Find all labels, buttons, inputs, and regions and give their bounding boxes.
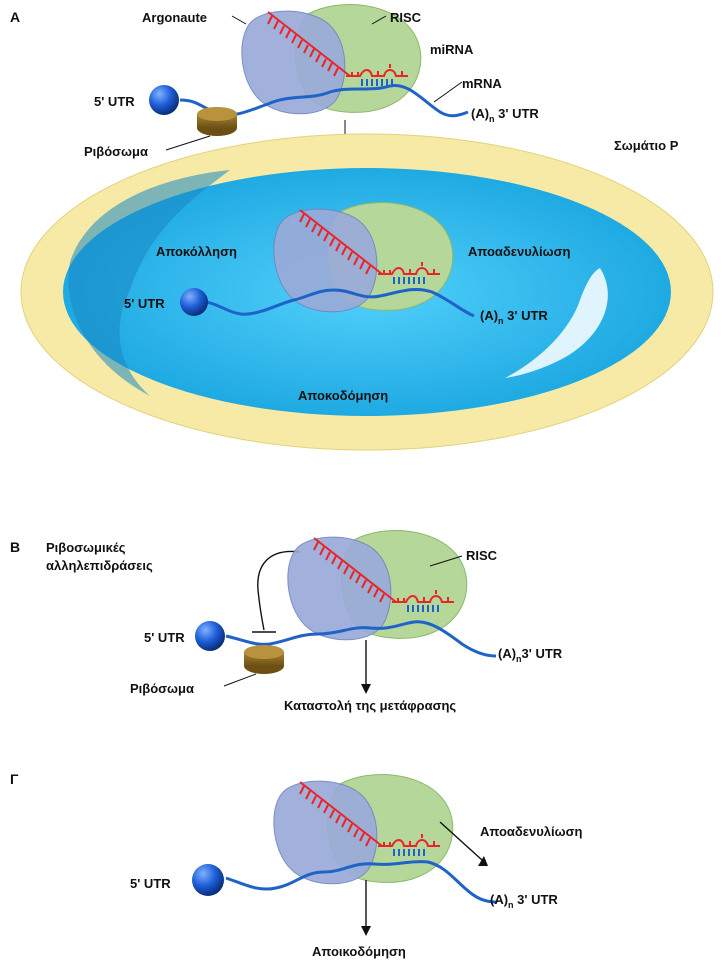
ribosome-b: [244, 645, 284, 674]
label-risc-b: RISC: [466, 548, 498, 563]
label-mrna: mRNA: [462, 76, 502, 91]
label-utr3-c: (A)n 3' UTR: [490, 892, 558, 910]
ribosome-a: [197, 107, 237, 136]
label-ribosome-b: Ριβόσωμα: [130, 681, 194, 696]
label-degradation-a: Αποκοδόμηση: [298, 388, 388, 403]
label-utr5-a: 5' UTR: [94, 94, 135, 109]
cap-5-b: [195, 621, 225, 651]
mrna-strand-inner: [205, 288, 475, 318]
panel-c: Γ Αποαδενυλίωση 5' UTR (A)n 3' UTR Αποικ…: [10, 771, 582, 959]
label-deadenylation-c: Αποαδενυλίωση: [480, 824, 582, 839]
panel-b: B Ριβοσωμικές αλληλεπιδράσεις RISC 5' UT…: [10, 529, 563, 713]
label-utr5-inner: 5' UTR: [124, 296, 165, 311]
label-p-body: Σωμάτιο P: [614, 138, 679, 153]
label-deadenylation-a: Αποαδενυλίωση: [468, 244, 570, 259]
label-ribosome-a: Ριβόσωμα: [84, 144, 148, 159]
panel-c-letter: Γ: [10, 771, 19, 787]
cap-5-a: [149, 85, 179, 115]
inhibition-arc: [257, 550, 301, 631]
label-ribosomal-line2: αλληλεπιδράσεις: [46, 558, 153, 573]
label-utr3-inner: (A)n 3' UTR: [480, 308, 548, 326]
label-decapping: Αποκόλληση: [156, 244, 237, 259]
label-ribosomal-line1: Ριβοσωμικές: [46, 540, 126, 555]
label-risc-a: RISC: [390, 10, 422, 25]
cap-5-inner: [180, 288, 208, 316]
label-degradation-c: Αποικοδόμηση: [312, 944, 406, 959]
label-argonaute: Argonaute: [142, 10, 207, 25]
risc-complex-c: [272, 773, 454, 885]
label-utr5-c: 5' UTR: [130, 876, 171, 891]
panel-a: A Argonaute RISC miRNA mRNA 5' UTR (A)n …: [10, 3, 714, 451]
label-mirna: miRNA: [430, 42, 474, 57]
label-utr5-b: 5' UTR: [144, 630, 185, 645]
label-translation-repression: Καταστολή της μετάφρασης: [284, 698, 456, 713]
label-utr3-a: (A)n 3' UTR: [471, 106, 539, 124]
panel-a-letter: A: [10, 9, 20, 25]
risc-complex-b: [286, 529, 468, 641]
mrna-strand-c: [225, 860, 497, 904]
label-utr3-b: (A)n3' UTR: [498, 646, 563, 664]
panel-b-letter: B: [10, 539, 20, 555]
mrna-strand-b: [225, 620, 497, 658]
cap-5-c: [192, 864, 224, 896]
